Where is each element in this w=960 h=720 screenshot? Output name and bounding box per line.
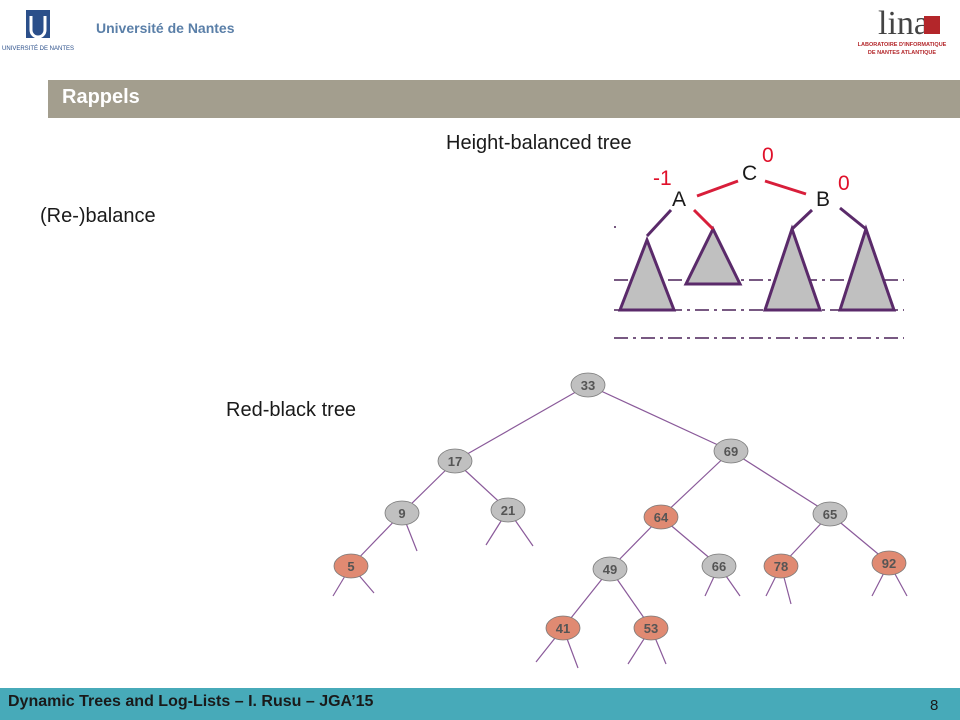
rb-edges bbox=[332, 384, 908, 669]
rb-node-9 bbox=[384, 500, 420, 526]
rb-node-78 bbox=[763, 553, 799, 579]
avl-edges bbox=[645, 179, 867, 238]
rb-node-label: 69 bbox=[724, 444, 738, 459]
rb-node-label: 65 bbox=[823, 507, 837, 522]
avl-edge-b-left bbox=[790, 208, 814, 231]
rb-node-label: 53 bbox=[644, 621, 658, 636]
rb-node-64 bbox=[643, 504, 679, 530]
rb-node-label: 66 bbox=[712, 559, 726, 574]
rb-node-label: 21 bbox=[501, 503, 515, 518]
rb-node-label: 33 bbox=[581, 378, 595, 393]
rb-node-label: 78 bbox=[774, 559, 788, 574]
avl-edge-a-right bbox=[692, 208, 715, 231]
rb-node-65 bbox=[812, 501, 848, 527]
avl-edge-c-a bbox=[696, 179, 739, 198]
avl-subtree-b-left bbox=[762, 224, 823, 312]
rb-node-5 bbox=[333, 553, 369, 579]
rb-node-label: 17 bbox=[448, 454, 462, 469]
slide-title: Rappels bbox=[62, 86, 140, 108]
avl-balance-a: -1 bbox=[653, 167, 672, 190]
avl-edge-b-right bbox=[839, 206, 867, 231]
title-bar bbox=[48, 80, 960, 118]
height-balanced-label: Height-balanced tree bbox=[446, 132, 632, 154]
lina-logo-word: lina bbox=[878, 5, 929, 42]
avl-balance-c: 0 bbox=[762, 144, 774, 167]
rebalance-label: (Re-)balance bbox=[40, 205, 156, 227]
footer-bar bbox=[0, 688, 960, 720]
avl-node-c: C bbox=[742, 162, 757, 185]
rb-node-69 bbox=[713, 438, 749, 464]
lina-sub1: LABORATOIRE D'INFORMATIQUE bbox=[858, 42, 947, 48]
avl-subtree-b-right bbox=[837, 224, 897, 312]
avl-edge-c-b bbox=[764, 179, 807, 196]
rb-node-label: 5 bbox=[347, 559, 354, 574]
rb-node-label: 64 bbox=[654, 510, 669, 525]
rb-node-33 bbox=[570, 372, 606, 398]
rb-nodes: 33 17 69 9 21 64 65 5 49 66 78 92 41 53 bbox=[333, 372, 907, 641]
rb-node-92 bbox=[871, 550, 907, 576]
rb-node-49 bbox=[592, 556, 628, 582]
avl-subtree-a-left bbox=[617, 235, 677, 312]
lina-sub2: DE NANTES ATLANTIQUE bbox=[868, 50, 936, 56]
uni-logo-text: UNIVERSITÉ DE NANTES bbox=[2, 45, 74, 52]
university-name: Université de Nantes bbox=[96, 20, 235, 36]
rb-node-21 bbox=[490, 497, 526, 523]
rb-node-53 bbox=[633, 615, 669, 641]
lina-logo: lina LABORATOIRE D'INFORMATIQUE DE NANTE… bbox=[858, 5, 947, 56]
rb-node-17 bbox=[437, 448, 473, 474]
rb-node-label: 9 bbox=[398, 506, 405, 521]
avl-balance-b: 0 bbox=[838, 172, 850, 195]
rb-node-label: 41 bbox=[556, 621, 570, 636]
avl-subtree-a-right bbox=[683, 225, 743, 286]
footer-text: Dynamic Trees and Log-Lists – I. Rusu – … bbox=[8, 693, 374, 710]
rb-node-label: 49 bbox=[603, 562, 617, 577]
avl-node-a: A bbox=[672, 188, 686, 211]
avl-node-b: B bbox=[816, 188, 830, 211]
avl-subtrees bbox=[617, 224, 897, 312]
avl-dot bbox=[614, 226, 616, 228]
universite-nantes-logo: UNIVERSITÉ DE NANTES bbox=[2, 10, 74, 52]
rb-node-66 bbox=[701, 553, 737, 579]
rb-node-41 bbox=[545, 615, 581, 641]
page-number: 8 bbox=[930, 697, 939, 714]
avl-edge-a-left bbox=[645, 208, 673, 238]
red-black-label: Red-black tree bbox=[226, 399, 357, 421]
rb-node-label: 92 bbox=[882, 556, 896, 571]
